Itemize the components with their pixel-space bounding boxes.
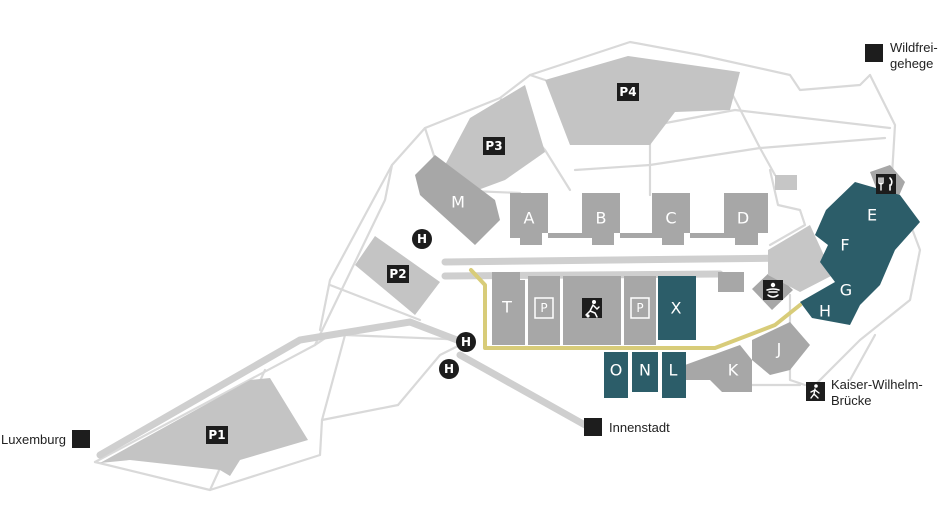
label-building-e: E bbox=[867, 206, 877, 225]
football-player-icon bbox=[582, 298, 602, 318]
fork-knife-icon bbox=[876, 174, 896, 194]
building-x bbox=[658, 276, 696, 340]
building-parking-left bbox=[528, 276, 560, 345]
buildings-grey bbox=[415, 155, 905, 392]
building-small-light bbox=[775, 175, 797, 190]
building-d bbox=[724, 193, 768, 245]
label-building-f: F bbox=[840, 236, 849, 255]
building-o bbox=[604, 352, 628, 398]
building-small bbox=[718, 272, 744, 292]
parking-lots bbox=[100, 56, 740, 476]
parking-markers: P P bbox=[534, 297, 650, 319]
destination-innenstadt-marker bbox=[584, 418, 602, 436]
destination-kaiser-wilhelm-bruecke: Kaiser-Wilhelm- Brücke bbox=[831, 377, 923, 408]
label-building-n: N bbox=[639, 361, 651, 380]
connector-ab bbox=[548, 233, 582, 238]
parking-marker-right: P bbox=[636, 301, 643, 315]
label-building-k: K bbox=[728, 361, 739, 380]
label-building-a: A bbox=[524, 209, 535, 228]
main-roads bbox=[96, 254, 794, 459]
destination-luxemburg-marker bbox=[72, 430, 90, 448]
building-labels: M A B C D E F G H J K L N O T X bbox=[451, 193, 877, 380]
building-a bbox=[510, 193, 548, 245]
parking-marker-right-frame bbox=[630, 297, 650, 319]
label-building-j: J bbox=[776, 340, 782, 359]
destination-luxemburg-label: Luxemburg bbox=[1, 432, 66, 447]
destination-innenstadt: Innenstadt bbox=[584, 418, 670, 436]
building-b bbox=[582, 193, 620, 245]
connector-cd bbox=[690, 233, 724, 238]
building-efgh bbox=[800, 182, 920, 325]
bus-stop-3: H bbox=[444, 362, 454, 376]
parking-marker-left-frame bbox=[534, 297, 554, 319]
label-building-x: X bbox=[671, 299, 682, 318]
badge-p3-bg bbox=[483, 137, 505, 155]
destination-wildfreigehege-marker bbox=[865, 44, 883, 62]
badge-p2-bg bbox=[387, 265, 409, 283]
buildings-highlight bbox=[604, 182, 920, 398]
label-building-g: G bbox=[840, 281, 852, 300]
label-building-d: D bbox=[737, 209, 749, 228]
label-building-c: C bbox=[665, 209, 676, 228]
building-annex bbox=[768, 225, 833, 292]
label-parking-p4: P4 bbox=[619, 85, 636, 99]
label-building-m: M bbox=[451, 193, 465, 212]
bus-stops: H H H bbox=[412, 229, 476, 379]
destination-kaiser-line1: Kaiser-Wilhelm- bbox=[831, 377, 923, 392]
parking-lot-p1 bbox=[100, 378, 308, 476]
parking-lot-p4 bbox=[545, 56, 740, 145]
label-parking-p3: P3 bbox=[485, 139, 502, 153]
parking-badges: P1 P2 P3 P4 bbox=[206, 83, 639, 444]
bus-stop-2: H bbox=[461, 335, 471, 349]
bus-stop-1: H bbox=[417, 232, 427, 246]
walkway-route bbox=[469, 268, 802, 350]
destination-wildfreigehege-line2: gehege bbox=[890, 56, 933, 71]
badge-p4-bg bbox=[617, 83, 639, 101]
building-t bbox=[492, 272, 525, 345]
building-k bbox=[685, 345, 752, 392]
label-building-t: T bbox=[501, 298, 512, 317]
building-n bbox=[632, 352, 658, 392]
building-m bbox=[415, 155, 500, 245]
destination-kaiser-line2: Brücke bbox=[831, 393, 871, 408]
destination-wildfreigehege-line1: Wildfrei- bbox=[890, 40, 938, 55]
baby-changing-icon bbox=[763, 280, 783, 300]
destination-innenstadt-label: Innenstadt bbox=[609, 420, 670, 435]
bus-stop-1-circle bbox=[412, 229, 432, 249]
building-parking-right bbox=[624, 276, 656, 345]
badge-p1-bg bbox=[206, 426, 228, 444]
destination-luxemburg: Luxemburg bbox=[1, 430, 90, 448]
building-c bbox=[652, 193, 690, 245]
building-l bbox=[662, 352, 686, 398]
label-building-h: H bbox=[819, 302, 831, 321]
label-parking-p1: P1 bbox=[208, 428, 225, 442]
parking-marker-left: P bbox=[540, 301, 547, 315]
destination-wildfreigehege: Wildfrei- gehege bbox=[865, 40, 938, 71]
label-building-b: B bbox=[596, 209, 607, 228]
building-j bbox=[752, 322, 810, 375]
bus-stop-3-circle bbox=[439, 359, 459, 379]
connector-bc bbox=[620, 233, 652, 238]
label-building-l: L bbox=[669, 361, 678, 380]
walking-person-icon bbox=[806, 382, 825, 401]
label-building-o: O bbox=[610, 361, 623, 380]
label-parking-p2: P2 bbox=[389, 267, 406, 281]
bus-stop-2-circle bbox=[456, 332, 476, 352]
